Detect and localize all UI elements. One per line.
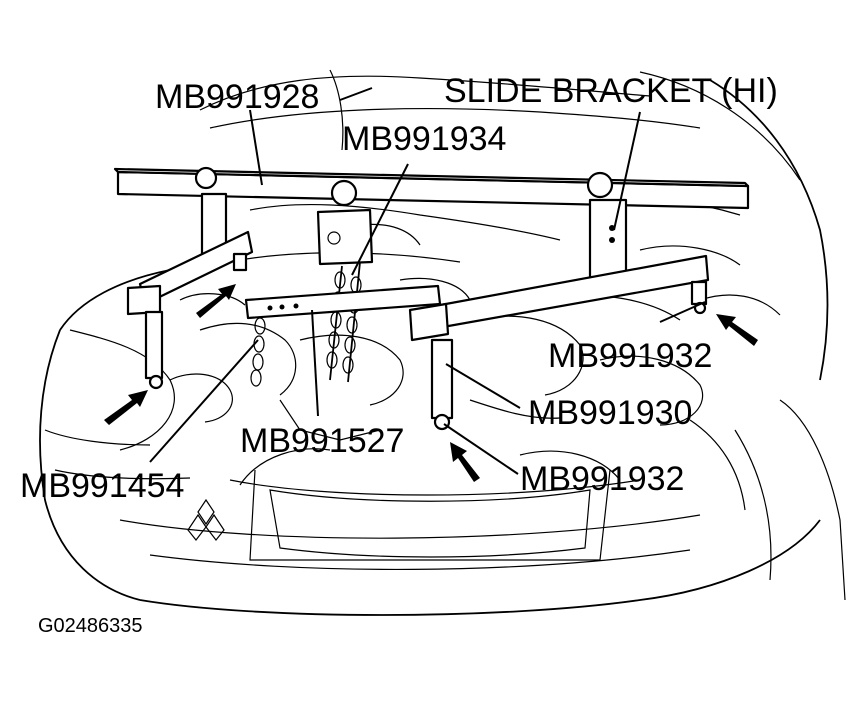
label-mb991932-bottom: MB991932 xyxy=(520,460,684,498)
front-bumper-outline xyxy=(139,519,821,616)
label-mb991928: MB991928 xyxy=(155,78,319,116)
figure-code: G02486335 xyxy=(38,615,143,637)
left-leg xyxy=(144,310,164,380)
engine-support-fixture xyxy=(113,166,750,431)
label-mb991930: MB991930 xyxy=(528,394,692,432)
left-chain xyxy=(250,317,266,387)
leader-mb991932-right xyxy=(659,301,706,323)
leader-slide-bracket xyxy=(613,111,641,231)
leader-mb991930 xyxy=(445,363,521,409)
leader-lines xyxy=(149,87,706,475)
arrow-center-lower-icon xyxy=(450,442,480,482)
center-chain xyxy=(326,261,362,383)
arrow-left-upper-icon xyxy=(196,284,236,318)
label-mb991527: MB991527 xyxy=(240,422,404,460)
right-fender xyxy=(709,79,829,381)
arrow-right-upper-icon xyxy=(716,314,758,346)
hood-outline xyxy=(39,269,171,601)
leader-mb991454 xyxy=(149,339,259,463)
vehicle-engine-bay xyxy=(39,69,846,616)
label-slide-bracket: SLIDE BRACKET (HI) xyxy=(444,72,778,110)
chain-hoist-block xyxy=(316,208,374,266)
brand-logo xyxy=(187,498,225,541)
leader-mb991928 xyxy=(249,109,263,186)
label-mb991454: MB991454 xyxy=(20,467,184,505)
label-mb991932-right: MB991932 xyxy=(548,337,712,375)
leader-mb991934 xyxy=(351,163,409,276)
leader-mb991932-bottom xyxy=(443,423,519,475)
arrow-left-lower-icon xyxy=(104,390,148,425)
right-leg xyxy=(430,338,454,420)
leader-mb991527 xyxy=(311,309,319,417)
grille xyxy=(269,489,591,558)
label-mb991934: MB991934 xyxy=(342,120,506,158)
indicator-arrows xyxy=(104,284,758,482)
